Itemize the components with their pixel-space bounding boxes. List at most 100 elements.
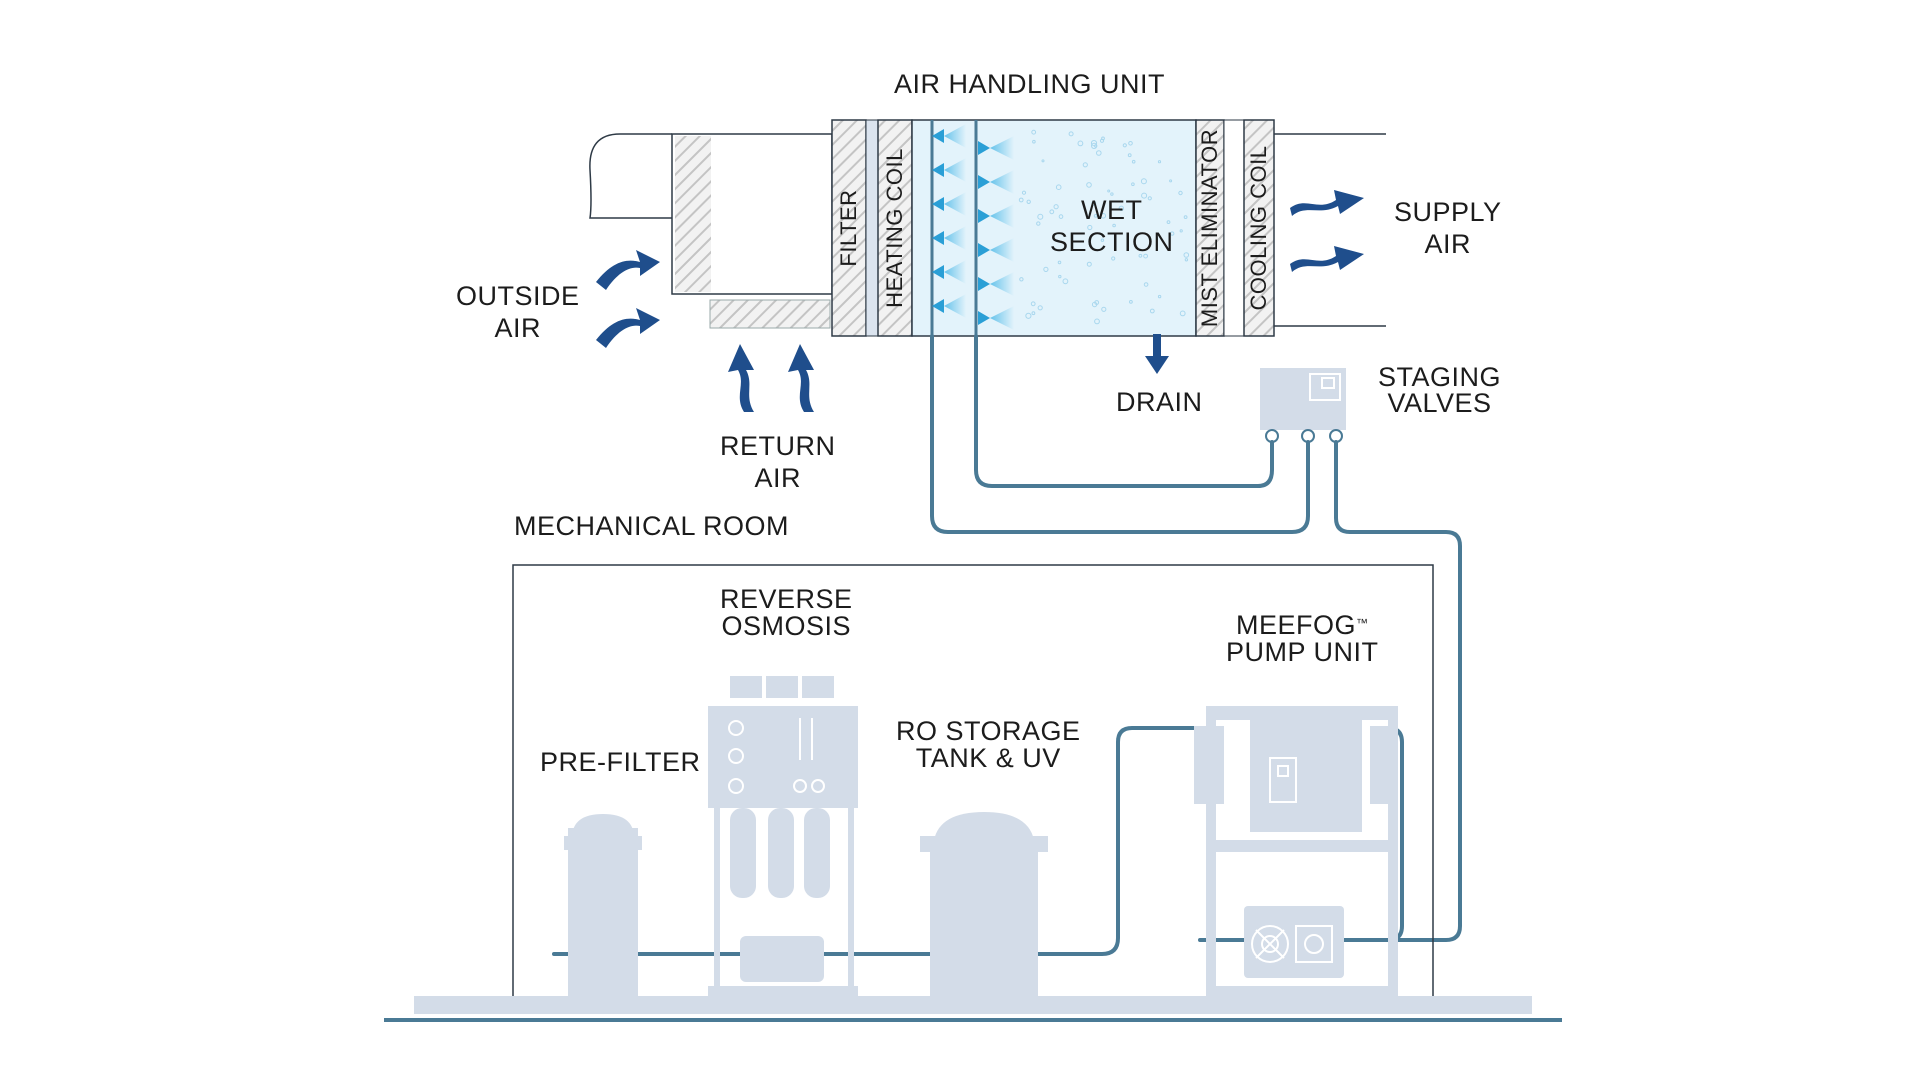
- mist-droplet: [1179, 229, 1183, 233]
- reverse-osmosis-unit: [708, 676, 858, 998]
- ro-storage-tank: [920, 812, 1048, 998]
- outside-air-label-line1: OUTSIDE: [456, 281, 580, 311]
- mist-droplet: [1129, 300, 1133, 304]
- pipe-pump-to-staging: [1334, 440, 1462, 942]
- mist-droplet: [1036, 221, 1041, 226]
- mist-droplet: [1131, 159, 1136, 164]
- mist-droplet: [1100, 213, 1107, 219]
- pump-unit-brand: MEEFOG: [1236, 610, 1357, 640]
- mist-droplet: [1021, 190, 1027, 195]
- mist-droplet: [1091, 301, 1098, 308]
- mist-droplet: [1138, 253, 1143, 258]
- cooling-coil-section: [1243, 119, 1275, 337]
- mist-droplet: [1131, 182, 1135, 186]
- mist-droplet: [1166, 220, 1171, 225]
- mist-droplet: [1093, 214, 1098, 218]
- mist-droplet: [1110, 192, 1114, 196]
- outside-air-label-line2: AIR: [494, 313, 542, 343]
- staging-valves-label-line2: VALVES: [1387, 388, 1492, 418]
- spray-nozzle-icon: [932, 231, 944, 245]
- air-handling-unit: [589, 119, 1386, 337]
- mist-droplet: [1037, 213, 1044, 220]
- spray-nozzle-icon: [932, 265, 944, 279]
- outside-air-damper: [675, 136, 711, 292]
- mist-droplet: [1053, 204, 1059, 210]
- mist-droplet: [1096, 150, 1102, 156]
- spray-nozzles-right: [978, 136, 1014, 330]
- ro-storage-label-line2: TANK & UV: [915, 743, 1061, 773]
- outside-air-hood: [589, 133, 672, 219]
- mist-droplet: [1082, 162, 1088, 168]
- reverse-osmosis-label-line1: REVERSE: [720, 584, 853, 614]
- mist-droplet: [1179, 310, 1186, 317]
- spray-nozzle-icon: [932, 129, 944, 143]
- spray-plume: [944, 260, 966, 284]
- ro-storage-label-line1: RO STORAGE: [896, 716, 1081, 746]
- mist-droplets: [1018, 129, 1190, 325]
- supply-air-label-line1: SUPPLY: [1394, 197, 1502, 227]
- mist-droplet: [1091, 201, 1097, 206]
- spray-plume: [990, 170, 1014, 194]
- mist-droplet: [1041, 159, 1045, 163]
- spray-nozzle-icon: [932, 299, 944, 313]
- mist-droplet: [1107, 189, 1111, 193]
- mist-droplet: [1031, 129, 1037, 135]
- filter-label: FILTER: [836, 189, 861, 267]
- mist-droplet: [1077, 140, 1084, 147]
- spray-nozzle-icon: [932, 163, 944, 177]
- mist-droplet: [1086, 182, 1092, 188]
- spray-nozzle-icon: [978, 141, 990, 155]
- pump-unit-label-line2: PUMP UNIT: [1226, 637, 1379, 667]
- mist-droplet: [1031, 311, 1036, 316]
- mist-droplet: [1099, 138, 1105, 143]
- mist-droplet: [1055, 184, 1062, 190]
- staging-valves: [1260, 368, 1346, 443]
- pump-unit-label: MEEFOG™ PUMP UNIT: [1226, 612, 1379, 666]
- supply-air-label: SUPPLY AIR: [1394, 196, 1502, 260]
- mist-droplet: [1087, 224, 1093, 231]
- outside-air-label: OUTSIDE AIR: [456, 280, 580, 344]
- drain-arrow-icon: [1145, 334, 1169, 374]
- air-handling-unit-label: AIR HANDLING UNIT: [894, 69, 1166, 99]
- mist-droplet: [1101, 306, 1107, 312]
- wet-section-label-line2: SECTION: [1050, 227, 1174, 257]
- mist-droplet: [1149, 308, 1155, 314]
- return-air-arrow-icon: [728, 344, 814, 412]
- mist-droplet: [1043, 266, 1049, 272]
- trademark-mark: ™: [1356, 616, 1369, 630]
- reverse-osmosis-label-line2: OSMOSIS: [721, 611, 852, 641]
- mist-droplet: [1128, 141, 1133, 146]
- spray-plume: [990, 136, 1014, 160]
- mist-droplet: [1030, 301, 1036, 307]
- mist-eliminator-section: [1195, 119, 1225, 337]
- mist-droplet: [1127, 153, 1132, 158]
- mist-droplet: [1025, 312, 1032, 319]
- pre-filter-tank: [564, 814, 642, 998]
- wet-section-label-line1: WET: [1081, 195, 1143, 225]
- wet-section-label: WET SECTION: [1050, 194, 1174, 258]
- pipe-tank-to-pump: [1032, 726, 1208, 956]
- supply-air-label-line2: AIR: [1424, 229, 1472, 259]
- cooling-coil-label: COOLING COIL: [1246, 145, 1271, 311]
- mist-droplet: [1068, 131, 1074, 137]
- return-air-damper: [709, 299, 831, 329]
- meefog-pump-unit: [1194, 706, 1398, 1000]
- spray-plume: [990, 238, 1014, 262]
- ro-storage-label: RO STORAGE TANK & UV: [896, 718, 1081, 772]
- spray-nozzle-icon: [978, 311, 990, 325]
- spray-nozzle-icon: [932, 197, 944, 211]
- mist-droplet: [1091, 142, 1098, 149]
- drain-label: DRAIN: [1116, 387, 1203, 417]
- mist-droplet: [1147, 196, 1152, 201]
- return-air-label: RETURN AIR: [720, 430, 836, 494]
- reverse-osmosis-label: REVERSE OSMOSIS: [720, 586, 853, 640]
- mist-eliminator-label: MIST ELIMINATOR: [1197, 128, 1222, 328]
- mist-droplet: [1057, 260, 1062, 265]
- mist-droplet: [1183, 215, 1188, 220]
- spray-nozzle-icon: [978, 175, 990, 189]
- spray-plume: [990, 272, 1014, 296]
- spray-plume: [944, 158, 966, 182]
- mist-droplet: [1157, 294, 1162, 299]
- mist-droplet: [1122, 143, 1127, 148]
